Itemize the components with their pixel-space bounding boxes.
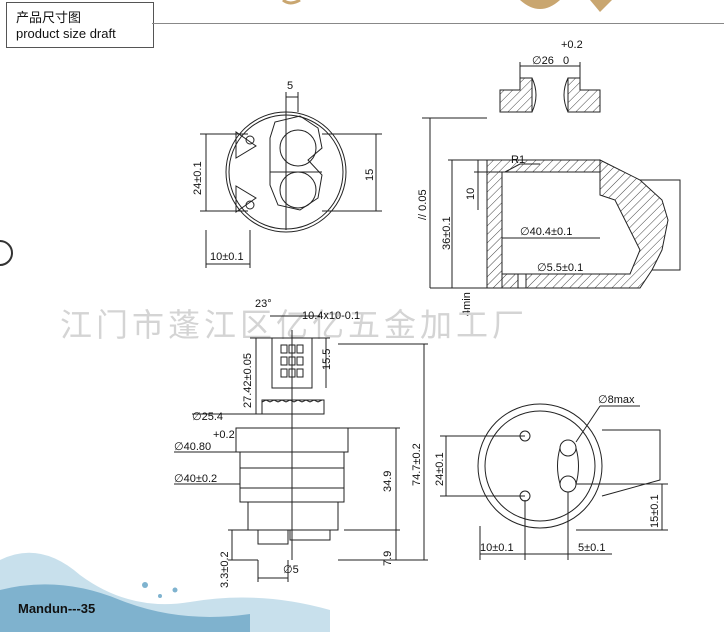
bottom-dim-15: 15±0.1	[649, 494, 661, 528]
side-dia-40-80: ∅40.80	[174, 441, 211, 453]
top-dim-5: 5	[287, 80, 293, 92]
bottom-dim-24: 24±0.1	[434, 452, 446, 486]
bottom-dim-5: 5±0.1	[578, 542, 605, 554]
bottom-hole-max: ∅8max	[598, 394, 635, 406]
water-splash-decoration	[0, 552, 330, 632]
side-height-34-9: 34.9	[382, 471, 394, 492]
bottom-dim-10: 10±0.1	[480, 542, 514, 554]
title-box: 产品尺寸图 product size draft	[6, 2, 154, 48]
decor-shape-right	[520, 0, 560, 9]
title-chinese: 产品尺寸图	[16, 10, 82, 25]
decor-shape-right2	[590, 0, 612, 12]
section-parallel: // 0.05	[417, 189, 429, 220]
side-angle: 23°	[255, 298, 272, 310]
title-english: product size draft	[16, 26, 116, 41]
top-dim-24: 24±0.1	[192, 161, 204, 195]
bottom-view	[440, 403, 668, 560]
top-dim-15: 15	[364, 169, 376, 181]
header-rule	[152, 23, 724, 24]
side-dia-25-4: ∅25.4	[192, 411, 223, 423]
side-spline: 10.4x10-0.1	[302, 310, 360, 322]
section-dia-26: ∅26	[532, 55, 554, 67]
side-stem-len: 27.42±0.05	[242, 353, 254, 408]
top-view	[200, 92, 382, 268]
section-tol-upper: +0.2	[561, 39, 583, 51]
decor-arc-left	[282, 0, 301, 5]
side-view	[174, 315, 428, 582]
side-tol-40-80: +0.2	[213, 429, 235, 441]
side-height-3-3: 3.3±0.2	[219, 551, 231, 588]
side-height-7-9: 7.9	[382, 551, 394, 566]
section-hole-dia: ∅5.5±0.1	[537, 262, 583, 274]
side-dia-5: ∅5	[283, 564, 299, 576]
edge-ring-icon	[0, 240, 13, 266]
brand-label: Mandun---35	[18, 601, 96, 616]
section-radius: R1	[511, 154, 525, 166]
section-dim-10: 10	[465, 188, 477, 200]
section-inner-dia: ∅40.4±0.1	[520, 226, 572, 238]
side-dia-40: ∅40±0.2	[174, 473, 217, 485]
side-height-74-7: 74.7±0.2	[411, 443, 423, 486]
section-dim-36: 36±0.1	[441, 216, 453, 250]
section-view	[422, 62, 681, 289]
side-dim-15-5: 15.5	[321, 349, 333, 370]
section-depth: 4min	[461, 292, 473, 316]
section-tol-lower: 0	[563, 55, 569, 67]
top-dim-10: 10±0.1	[210, 251, 244, 263]
